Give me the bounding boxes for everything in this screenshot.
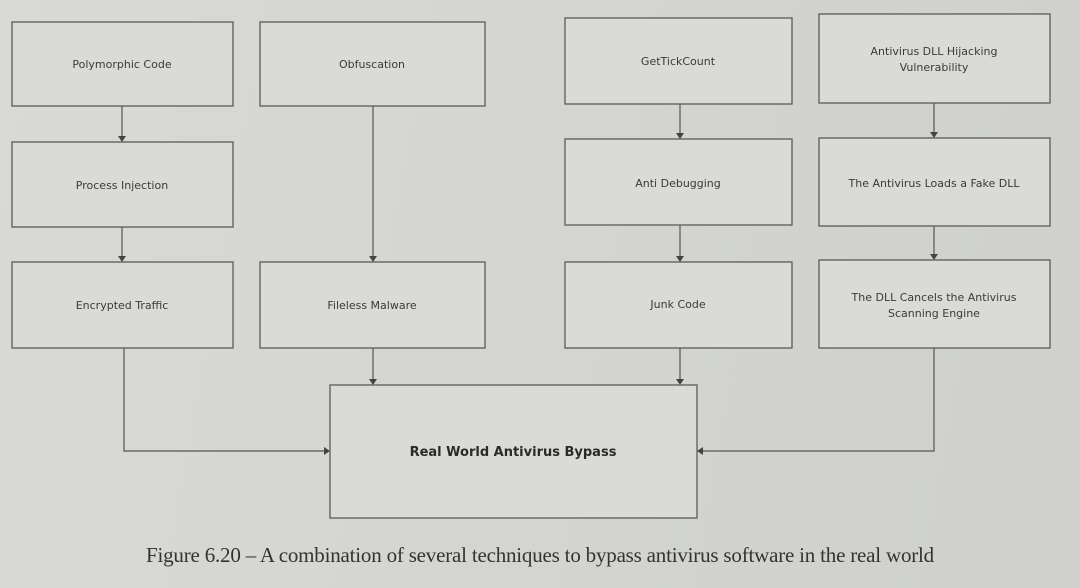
arrowhead-icon (118, 136, 126, 142)
arrowhead-icon (324, 447, 330, 455)
node-dll-cancels: The DLL Cancels the Antivirus Scanning E… (818, 259, 1051, 349)
node-gettickcount: GetTickCount (564, 17, 793, 105)
figure-caption: Figure 6.20 – A combination of several t… (146, 543, 934, 567)
svg-text:GetTickCount: GetTickCount (641, 55, 716, 68)
node-fake-dll: The Antivirus Loads a Fake DLL (818, 137, 1051, 227)
edge-encrypted-to-bypass (123, 348, 326, 452)
edges (118, 103, 938, 455)
node-process-injection: Process Injection (11, 141, 234, 228)
svg-text:Polymorphic Code: Polymorphic Code (72, 58, 171, 71)
node-real-world-antivirus-bypass: Real World Antivirus Bypass (329, 384, 698, 519)
svg-text:Process Injection: Process Injection (76, 179, 168, 192)
node-polymorphic-code: Polymorphic Code (11, 21, 234, 107)
svg-text:Encrypted Traffic: Encrypted Traffic (76, 299, 169, 312)
arrowheads (118, 132, 938, 455)
arrowhead-icon (676, 379, 684, 385)
arrowhead-icon (118, 256, 126, 262)
svg-text:Scanning Engine: Scanning Engine (888, 307, 980, 320)
svg-text:Obfuscation: Obfuscation (339, 58, 405, 71)
arrowhead-icon (676, 256, 684, 262)
node-junk-code: Junk Code (564, 261, 793, 349)
svg-text:Vulnerability: Vulnerability (900, 61, 969, 74)
arrowhead-icon (676, 133, 684, 139)
arrowhead-icon (930, 132, 938, 138)
arrowhead-icon (930, 254, 938, 260)
edge-cancels-to-bypass (701, 348, 935, 452)
arrowhead-icon (697, 447, 703, 455)
svg-text:Anti Debugging: Anti Debugging (635, 177, 721, 190)
node-fileless-malware: Fileless Malware (259, 261, 486, 349)
svg-text:Junk Code: Junk Code (649, 298, 705, 311)
svg-text:Antivirus DLL Hijacking: Antivirus DLL Hijacking (871, 45, 998, 58)
node-anti-debugging: Anti Debugging (564, 138, 793, 226)
svg-text:Fileless Malware: Fileless Malware (327, 299, 416, 312)
svg-text:The DLL Cancels the Antivirus: The DLL Cancels the Antivirus (851, 291, 1017, 304)
svg-text:Real World Antivirus Bypass: Real World Antivirus Bypass (410, 445, 617, 460)
node-obfuscation: Obfuscation (259, 21, 486, 107)
node-encrypted-traffic: Encrypted Traffic (11, 261, 234, 349)
svg-text:The Antivirus Loads a Fake DLL: The Antivirus Loads a Fake DLL (848, 177, 1021, 190)
node-dll-hijacking: Antivirus DLL Hijacking Vulnerability (818, 13, 1051, 104)
arrowhead-icon (369, 379, 377, 385)
arrowhead-icon (369, 256, 377, 262)
